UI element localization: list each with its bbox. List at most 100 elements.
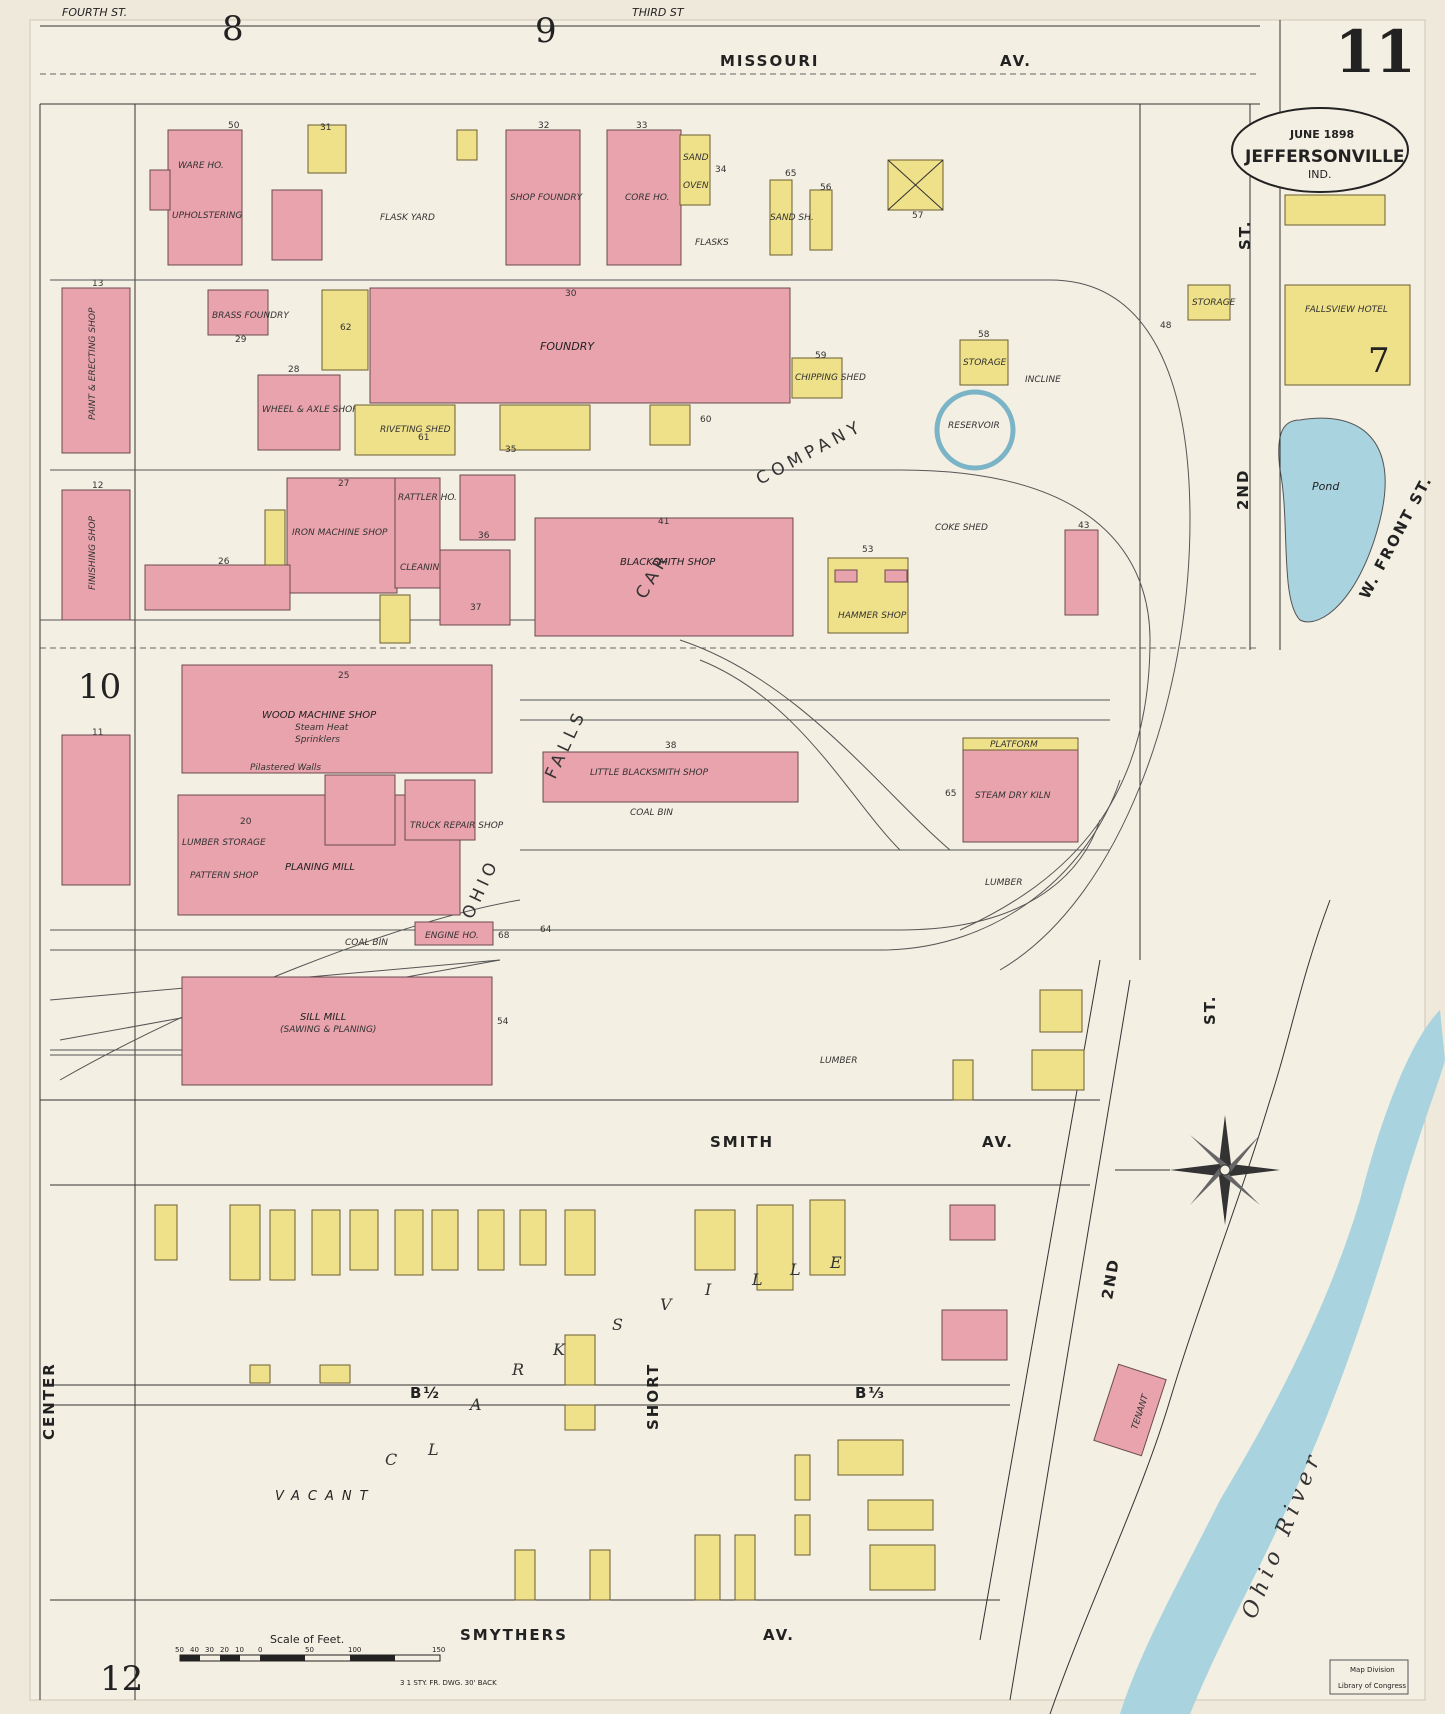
smythers-label: SMYTHERS xyxy=(460,1626,568,1644)
svg-text:20: 20 xyxy=(220,1646,229,1654)
smith-av-label: AV. xyxy=(982,1133,1014,1151)
svg-text:68: 68 xyxy=(498,931,510,941)
upholstering-label: UPHOLSTERING xyxy=(172,211,242,221)
pattern-shop-label: PATTERN SHOP xyxy=(190,871,259,881)
svg-text:35: 35 xyxy=(505,445,516,455)
sill-mill-label: SILL MILL xyxy=(300,1012,346,1023)
reservoir-shape xyxy=(934,389,1016,471)
paint-erecting-building xyxy=(61,287,131,454)
platform-label: PLATFORM xyxy=(990,740,1038,750)
railroad-tracks xyxy=(40,279,1191,1081)
falls-view-hotel-building xyxy=(1284,284,1411,386)
svg-text:64: 64 xyxy=(540,925,552,935)
storage-label-58: STORAGE xyxy=(963,358,1007,368)
adjacent-sheet-7: 7 xyxy=(1368,341,1390,381)
coke-shed-label: COKE SHED xyxy=(935,523,988,533)
sheet-date: JUNE 1898 xyxy=(1289,128,1354,141)
b-third-label: B⅓ xyxy=(855,1384,886,1402)
svg-text:L: L xyxy=(751,1270,763,1289)
short-st-label: SHORT xyxy=(644,1363,662,1430)
svg-text:50: 50 xyxy=(228,121,240,131)
blacksmith-label: BLACKSMITH SHOP xyxy=(620,557,716,568)
svg-text:29: 29 xyxy=(235,335,247,345)
foundry-label: FOUNDRY xyxy=(540,340,595,353)
chipping-shed-label: CHIPPING SHED xyxy=(795,373,866,383)
svg-text:54: 54 xyxy=(497,1017,509,1027)
svg-text:Map Division: Map Division xyxy=(1350,1666,1395,1674)
truck-repair-label: TRUCK REPAIR SHOP xyxy=(410,821,504,831)
sand-label: SAND xyxy=(683,153,709,163)
svg-text:58: 58 xyxy=(978,330,990,340)
smythers-av-label: AV. xyxy=(763,1626,795,1644)
svg-text:I: I xyxy=(704,1280,712,1299)
wheel-axle-label: WHEEL & AXLE SHOP xyxy=(262,405,358,415)
shop-foundry-building xyxy=(505,129,581,266)
svg-text:30: 30 xyxy=(205,1646,214,1654)
svg-text:57: 57 xyxy=(912,211,923,221)
missouri-label: MISSOURI xyxy=(720,52,820,70)
vacant-label: VACANT xyxy=(275,1489,376,1504)
center-st-label: CENTER xyxy=(40,1362,58,1440)
sheet-number: 11 xyxy=(1335,18,1416,86)
core-ho-label: CORE HO. xyxy=(625,193,670,203)
planing-mill-building xyxy=(177,794,461,916)
svg-text:65: 65 xyxy=(945,789,956,799)
lumber-16-label: LUMBER xyxy=(820,1056,857,1066)
incline-label: INCLINE xyxy=(1025,375,1061,385)
dwellings-south xyxy=(154,1199,1167,1601)
pond-water xyxy=(1278,417,1386,623)
svg-text:65: 65 xyxy=(785,169,796,179)
flasks-label: FLASKS xyxy=(695,238,729,248)
steam-dry-kiln-label: STEAM DRY KILN xyxy=(975,791,1051,801)
svg-text:50: 50 xyxy=(175,1646,184,1654)
svg-text:K: K xyxy=(552,1340,566,1359)
paint-erecting-label: PAINT & ERECTING SHOP xyxy=(88,307,98,420)
brass-foundry-label: BRASS FOUNDRY xyxy=(212,311,290,321)
scale-title: Scale of Feet. xyxy=(270,1633,344,1646)
engine-ho-label: ENGINE HO. xyxy=(425,931,479,941)
state-name: IND. xyxy=(1308,168,1331,181)
svg-text:0: 0 xyxy=(258,1646,262,1654)
svg-text:33: 33 xyxy=(636,121,647,131)
svg-text:32: 32 xyxy=(538,121,549,131)
svg-text:40: 40 xyxy=(190,1646,199,1654)
planing-mill-label: PLANING MILL xyxy=(285,862,355,873)
pond-label: Pond xyxy=(1312,480,1340,493)
svg-text:100: 100 xyxy=(348,1646,361,1654)
little-blacksmith-label: LITTLE BLACKSMITH SHOP xyxy=(590,768,709,778)
svg-text:61: 61 xyxy=(418,433,429,443)
svg-text:150: 150 xyxy=(432,1646,445,1654)
hammer-shop-label: HAMMER SHOP xyxy=(838,611,907,621)
title-oval xyxy=(1231,107,1409,193)
st-mid-label: ST. xyxy=(1201,995,1219,1025)
svg-text:20: 20 xyxy=(240,817,252,827)
lumber-storage-label: LUMBER STORAGE xyxy=(182,838,266,848)
svg-text:R: R xyxy=(511,1360,524,1379)
svg-text:31: 31 xyxy=(320,123,331,133)
b-half-label: B½ xyxy=(410,1384,441,1402)
storage-label-48: STORAGE xyxy=(1192,298,1236,308)
svg-text:26: 26 xyxy=(218,557,230,567)
svg-text:A: A xyxy=(468,1395,482,1414)
iron-machine-shop-building xyxy=(286,477,398,594)
rattler-ho-label: RATTLER HO. xyxy=(398,493,457,503)
oven-label: OVEN xyxy=(683,181,709,191)
building-11 xyxy=(61,734,131,886)
compass-rose xyxy=(1115,1115,1280,1225)
svg-text:27: 27 xyxy=(338,479,349,489)
wood-machine-shop-label: WOOD MACHINE SHOP xyxy=(262,710,377,721)
cleaning-label: CLEANING xyxy=(400,563,446,573)
svg-text:E: E xyxy=(829,1253,842,1272)
iron-machine-shop-label: IRON MACHINE SHOP xyxy=(292,528,388,538)
smith-label: SMITH xyxy=(710,1133,774,1151)
svg-text:L: L xyxy=(789,1260,801,1279)
svg-text:37: 37 xyxy=(470,603,481,613)
svg-text:48: 48 xyxy=(1160,321,1172,331)
flask-yard-label: FLASK YARD xyxy=(380,213,435,223)
coal-bin2-label: COAL BIN xyxy=(345,938,388,948)
reservoir-label: RESERVOIR xyxy=(948,421,1000,431)
ware-house-building xyxy=(167,129,243,266)
svg-text:50: 50 xyxy=(305,1646,314,1654)
adjacent-sheet-9: 9 xyxy=(535,11,557,51)
svg-text:41: 41 xyxy=(658,517,669,527)
